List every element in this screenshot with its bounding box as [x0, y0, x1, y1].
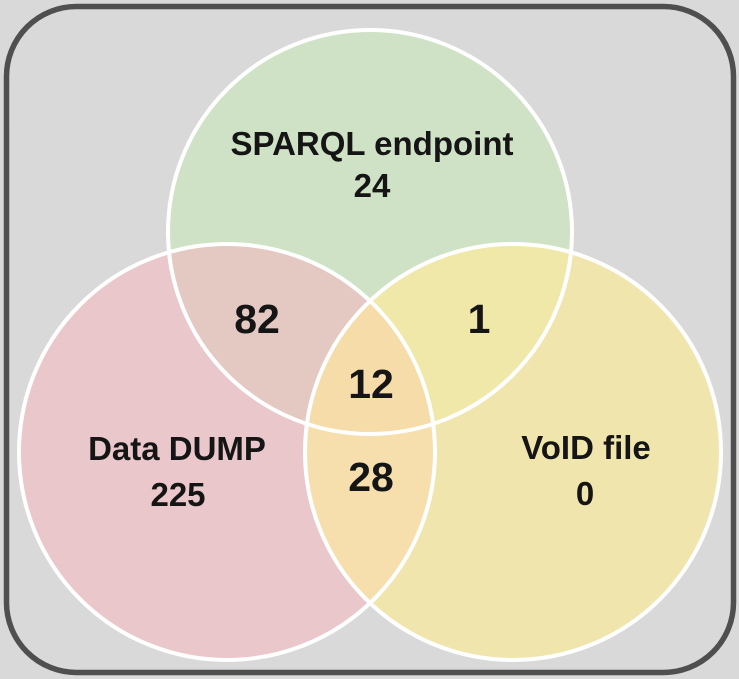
- sparql-endpoint-count: 24: [354, 167, 391, 204]
- data-dump-circle-outline: [17, 242, 437, 662]
- dump-void-overlap-count: 28: [348, 454, 394, 500]
- sparql-dump-overlap-count: 82: [234, 296, 280, 342]
- sparql-endpoint-circle-outline: [166, 28, 574, 436]
- rounded-frame-border: [3, 3, 737, 676]
- data-dump-label: Data DUMP: [88, 430, 266, 467]
- void-file-label: VoID file: [521, 429, 651, 466]
- void-file-count: 0: [576, 475, 594, 512]
- sparql-endpoint-label: SPARQL endpoint: [231, 125, 514, 162]
- triple-overlap-count: 12: [348, 361, 394, 407]
- void-file-circle-outline: [303, 242, 723, 662]
- sparql-void-overlap-count: 1: [468, 296, 491, 342]
- data-dump-count: 225: [150, 476, 205, 513]
